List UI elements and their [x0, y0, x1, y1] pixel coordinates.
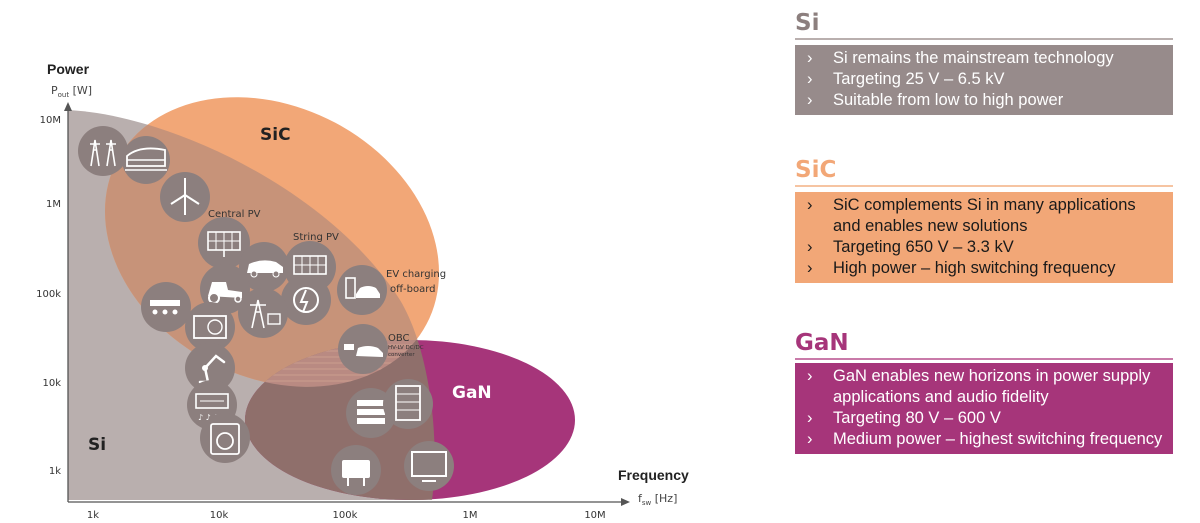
solar-panel-icon	[198, 217, 250, 269]
bullet-marker: ›	[807, 238, 813, 256]
list-item: › Medium power – highest switching freque…	[803, 429, 1165, 450]
list-item: › GaN enables new horizons in power suppl…	[803, 366, 1165, 408]
region-label-si: Si	[88, 435, 106, 455]
power-frequency-diagram: Power Pout [W] Frequency fsw [Hz] 10M 1M…	[36, 61, 689, 521]
x-axis-title: Frequency	[618, 467, 689, 483]
charger-adapter-icon	[331, 445, 381, 495]
label-ev-charging-line2: off-board	[390, 284, 436, 295]
x-tick-labels: 1k 10k 100k 1M 10M	[87, 510, 606, 521]
list-item: › SiC complements Si in many applications…	[803, 195, 1165, 237]
si-panel: Si › Si remains the mainstream technology…	[795, 10, 1173, 115]
electric-car-icon	[239, 242, 289, 292]
y-tick-label: 10M	[40, 115, 61, 126]
label-string-pv: String PV	[293, 232, 339, 243]
list-item: › Targeting 650 V – 3.3 kV	[803, 237, 1165, 258]
bullet-text: Targeting 25 V – 6.5 kV	[833, 70, 1005, 88]
list-item: › Targeting 25 V – 6.5 kV	[803, 69, 1165, 90]
label-central-pv: Central PV	[208, 209, 261, 220]
y-tick-labels: 10M 1M 100k 10k 1k	[36, 115, 61, 477]
svg-text:♪ ♪ ♪: ♪ ♪ ♪	[198, 413, 218, 422]
label-obc-sub1: HV-LV DC/DC	[388, 345, 424, 351]
washing-machine-icon	[200, 413, 250, 463]
x-axis-label: fsw [Hz]	[638, 492, 677, 507]
sic-panel-title: SiC	[795, 157, 837, 183]
battery-charging-icon	[281, 275, 331, 325]
y-tick-label: 100k	[36, 289, 61, 300]
bullet-text: Si remains the mainstream technology	[833, 49, 1114, 67]
wind-turbine-icon	[160, 172, 210, 222]
sic-panel: SiC › SiC complements Si in many applicat…	[795, 157, 1173, 283]
label-obc-sub2: converter	[388, 352, 415, 358]
bullet-marker: ›	[807, 91, 813, 109]
x-axis-arrow	[621, 498, 630, 506]
y-tick-label: 10k	[42, 378, 61, 389]
bullet-text: SiC complements Si in many applications …	[833, 196, 1136, 235]
label-obc: OBC	[388, 333, 410, 344]
list-item: › High power – high switching frequency	[803, 258, 1165, 279]
bullet-marker: ›	[807, 49, 813, 67]
bullet-marker: ›	[807, 70, 813, 88]
bullet-text: GaN enables new horizons in power supply…	[833, 367, 1151, 406]
bullet-marker: ›	[807, 196, 813, 214]
y-axis-title: Power	[47, 61, 90, 77]
train-icon	[122, 136, 170, 184]
region-label-sic: SiC	[260, 125, 291, 145]
y-tick-label: 1k	[49, 466, 61, 477]
bullet-text: Medium power – highest switching frequen…	[833, 430, 1163, 448]
power-grid-icon	[78, 126, 128, 176]
list-item: › Targeting 80 V – 600 V	[803, 408, 1165, 429]
x-tick-label: 10M	[584, 510, 605, 521]
label-ev-charging-line1: EV charging	[386, 269, 446, 280]
list-item: › Si remains the mainstream technology	[803, 48, 1165, 69]
y-tick-label: 1M	[46, 199, 61, 210]
power-tower-icon	[238, 288, 288, 338]
sic-panel-box: › SiC complements Si in many applications…	[795, 192, 1173, 283]
conveyor-icon	[141, 282, 191, 332]
list-item: › Suitable from low to high power	[803, 90, 1165, 111]
gan-panel-box: › GaN enables new horizons in power suppl…	[795, 363, 1173, 454]
region-label-gan: GaN	[452, 383, 492, 403]
obc-car-icon	[338, 324, 388, 374]
si-panel-divider	[795, 38, 1173, 40]
x-tick-label: 10k	[210, 510, 229, 521]
bullet-text: High power – high switching frequency	[833, 259, 1116, 277]
bullet-marker: ›	[807, 367, 813, 385]
gan-panel: GaN › GaN enables new horizons in power s…	[795, 330, 1173, 454]
y-axis-label: Pout [W]	[51, 84, 92, 99]
air-conditioner-icon	[185, 302, 235, 352]
bullet-text: Targeting 80 V – 600 V	[833, 409, 1001, 427]
server-tower-icon	[383, 379, 433, 429]
bullet-marker: ›	[807, 409, 813, 427]
y-axis-arrow	[64, 102, 72, 111]
si-panel-box: › Si remains the mainstream technology › T…	[795, 45, 1173, 115]
bullet-text: Targeting 650 V – 3.3 kV	[833, 238, 1014, 256]
x-tick-label: 1M	[463, 510, 478, 521]
tv-monitor-icon	[404, 441, 454, 491]
x-tick-label: 100k	[333, 510, 358, 521]
si-panel-title: Si	[795, 10, 820, 36]
gan-panel-divider	[795, 358, 1173, 360]
bullet-marker: ›	[807, 430, 813, 448]
gan-panel-title: GaN	[795, 330, 849, 356]
x-tick-label: 1k	[87, 510, 99, 521]
tractor-icon	[200, 264, 250, 314]
sic-panel-divider	[795, 185, 1173, 187]
bullet-text: Suitable from low to high power	[833, 91, 1064, 109]
bullet-marker: ›	[807, 259, 813, 277]
ev-charging-station-icon	[337, 265, 387, 315]
